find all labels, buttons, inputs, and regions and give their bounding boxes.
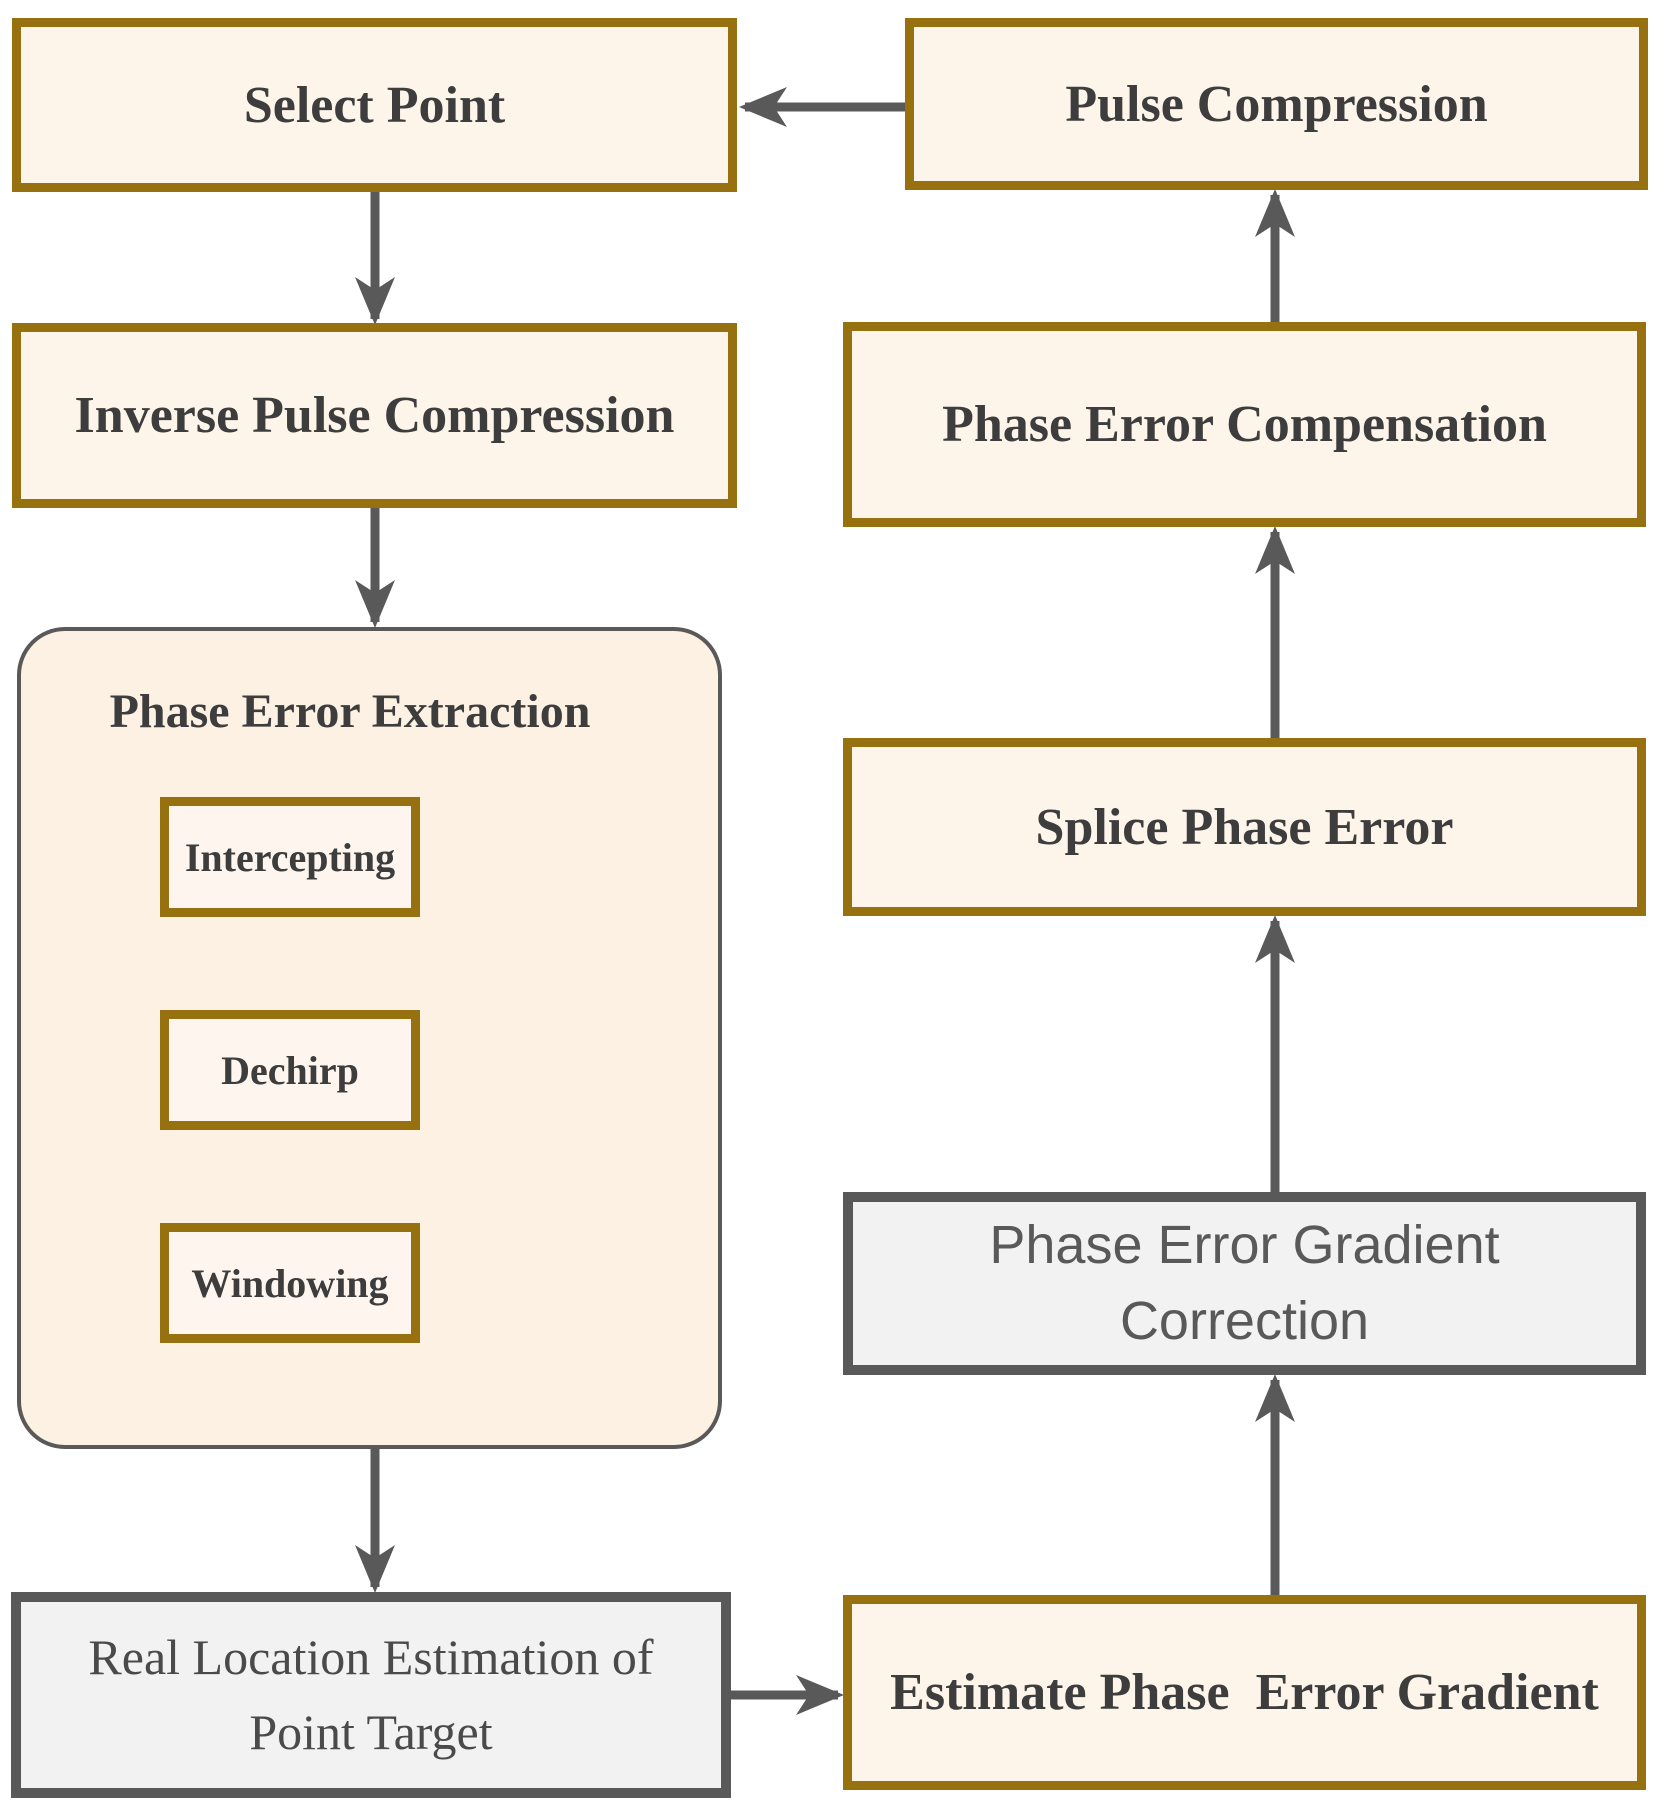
node-estimate-phase-error-gradient: Estimate Phase Error Gradient — [843, 1595, 1646, 1790]
node-splice-phase-error: Splice Phase Error — [843, 738, 1646, 916]
node-phase-error-gradient-correction: Phase Error Gradient Correction — [843, 1192, 1646, 1375]
node-select-point: Select Point — [12, 18, 737, 192]
node-estimate-phase-error-gradient-label: Estimate Phase Error Gradient — [890, 1664, 1599, 1721]
node-inverse-pulse-compression-label: Inverse Pulse Compression — [74, 387, 675, 444]
node-intercepting: Intercepting — [160, 797, 420, 917]
node-dechirp-label: Dechirp — [221, 1047, 359, 1093]
node-real-location-estimation-label: Real Location Estimation of Point Target — [88, 1629, 654, 1760]
node-phase-error-compensation-label: Phase Error Compensation — [942, 396, 1547, 453]
node-phase-error-compensation: Phase Error Compensation — [843, 322, 1646, 527]
node-dechirp: Dechirp — [160, 1010, 420, 1130]
node-windowing: Windowing — [160, 1223, 420, 1343]
node-select-point-label: Select Point — [243, 76, 506, 134]
node-phase-error-gradient-correction-label: Phase Error Gradient Correction — [989, 1214, 1500, 1351]
node-inverse-pulse-compression: Inverse Pulse Compression — [12, 323, 737, 508]
group-phase-error-extraction-title: Phase Error Extraction — [109, 685, 591, 738]
node-windowing-label: Windowing — [191, 1260, 389, 1306]
node-pulse-compression-label: Pulse Compression — [1065, 75, 1488, 133]
node-real-location-estimation: Real Location Estimation of Point Target — [11, 1592, 731, 1798]
node-intercepting-label: Intercepting — [184, 834, 396, 880]
node-pulse-compression: Pulse Compression — [905, 18, 1648, 190]
node-splice-phase-error-label: Splice Phase Error — [1035, 798, 1454, 856]
